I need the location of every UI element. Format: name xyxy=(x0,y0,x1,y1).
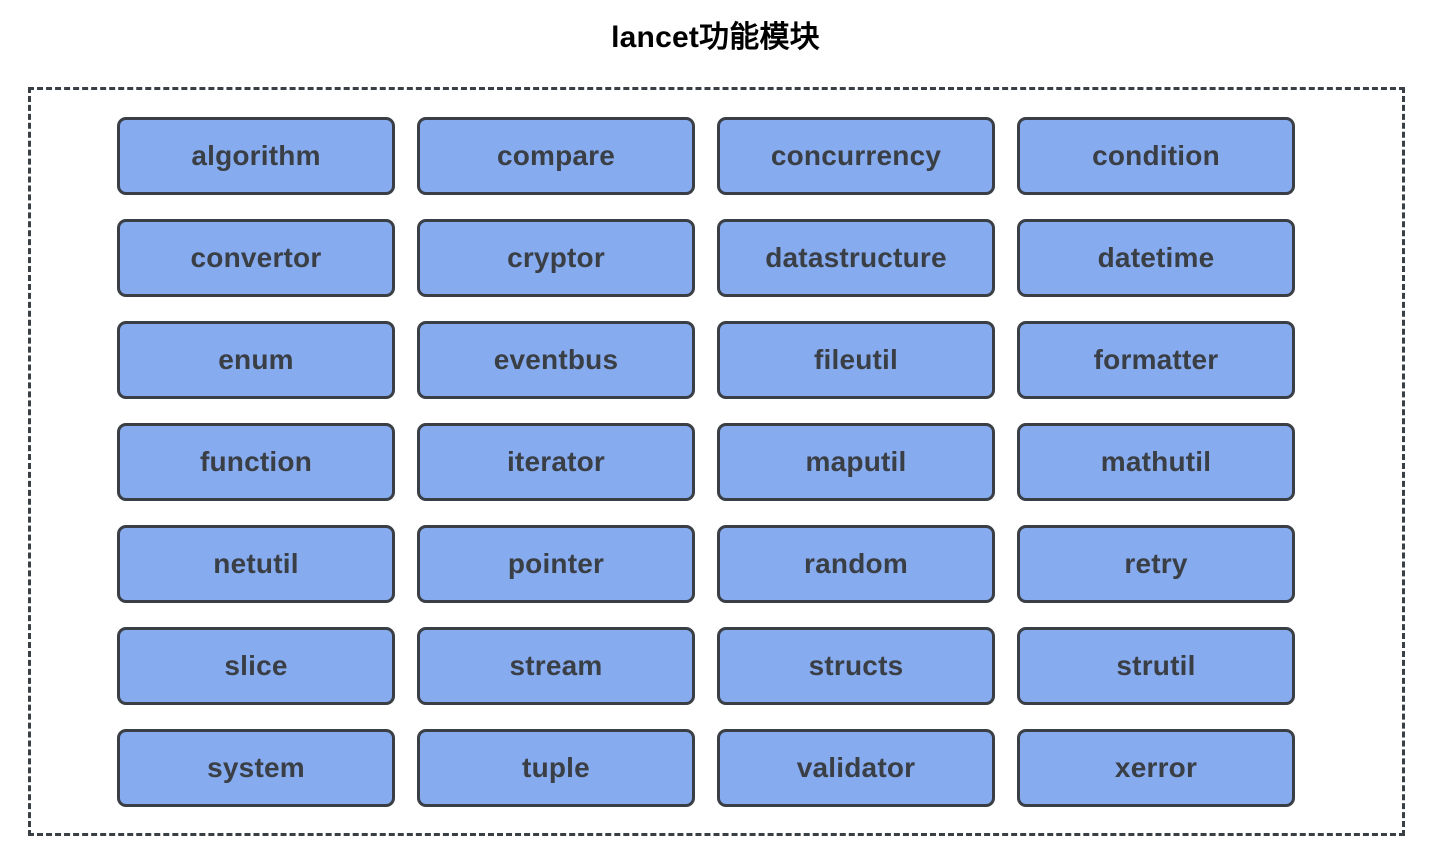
module-box[interactable]: tuple xyxy=(417,729,695,807)
module-label: compare xyxy=(496,140,616,171)
module-label: condition xyxy=(1092,140,1220,171)
module-label: validator xyxy=(796,752,916,783)
module-label: enum xyxy=(218,344,294,375)
module-label: tuple xyxy=(522,752,590,783)
module-label: datastructure xyxy=(765,242,947,273)
module-box[interactable]: compare xyxy=(417,117,695,195)
module-box[interactable]: formatter xyxy=(1017,321,1295,399)
module-label: stream xyxy=(509,650,603,681)
module-box[interactable]: structs xyxy=(717,627,995,705)
module-label: datetime xyxy=(1097,242,1215,273)
module-box[interactable]: validator xyxy=(717,729,995,807)
module-label: mathutil xyxy=(1100,446,1212,477)
module-label: retry xyxy=(1124,548,1188,579)
module-label: slice xyxy=(224,650,288,681)
module-box[interactable]: xerror xyxy=(1017,729,1295,807)
module-label: convertor xyxy=(190,242,322,273)
module-label: pointer xyxy=(507,548,605,579)
module-box[interactable]: datetime xyxy=(1017,219,1295,297)
module-label: formatter xyxy=(1093,344,1219,375)
module-box[interactable]: retry xyxy=(1017,525,1295,603)
module-box[interactable]: condition xyxy=(1017,117,1295,195)
module-label: cryptor xyxy=(507,242,605,273)
module-label: xerror xyxy=(1114,752,1198,783)
module-label: netutil xyxy=(213,548,299,579)
module-box[interactable]: random xyxy=(717,525,995,603)
module-box[interactable]: pointer xyxy=(417,525,695,603)
module-box[interactable]: iterator xyxy=(417,423,695,501)
module-box[interactable]: netutil xyxy=(117,525,395,603)
module-box[interactable]: system xyxy=(117,729,395,807)
module-label: iterator xyxy=(506,446,606,477)
module-box[interactable]: eventbus xyxy=(417,321,695,399)
module-label: concurrency xyxy=(770,140,942,171)
module-box[interactable]: maputil xyxy=(717,423,995,501)
module-label: system xyxy=(207,752,305,783)
module-label: structs xyxy=(808,650,904,681)
module-box[interactable]: fileutil xyxy=(717,321,995,399)
page-title: lancet功能模块 xyxy=(611,21,820,54)
module-box[interactable]: enum xyxy=(117,321,395,399)
module-box[interactable]: datastructure xyxy=(717,219,995,297)
modules-container: algorithm compare concurrency condition conv… xyxy=(28,87,1405,836)
module-label: strutil xyxy=(1116,650,1196,681)
module-label: fileutil xyxy=(813,344,899,375)
modules-grid: algorithm compare concurrency condition conv… xyxy=(117,117,1299,807)
module-label: function xyxy=(199,446,312,477)
module-box[interactable]: convertor xyxy=(117,219,395,297)
module-box[interactable]: slice xyxy=(117,627,395,705)
module-box[interactable]: concurrency xyxy=(717,117,995,195)
module-box[interactable]: mathutil xyxy=(1017,423,1295,501)
module-label: maputil xyxy=(805,446,907,477)
module-box[interactable]: stream xyxy=(417,627,695,705)
module-label: algorithm xyxy=(191,140,321,171)
module-label: random xyxy=(804,548,908,579)
module-label: eventbus xyxy=(493,344,619,375)
module-box[interactable]: cryptor xyxy=(417,219,695,297)
module-box[interactable]: function xyxy=(117,423,395,501)
module-box[interactable]: algorithm xyxy=(117,117,395,195)
module-box[interactable]: strutil xyxy=(1017,627,1295,705)
